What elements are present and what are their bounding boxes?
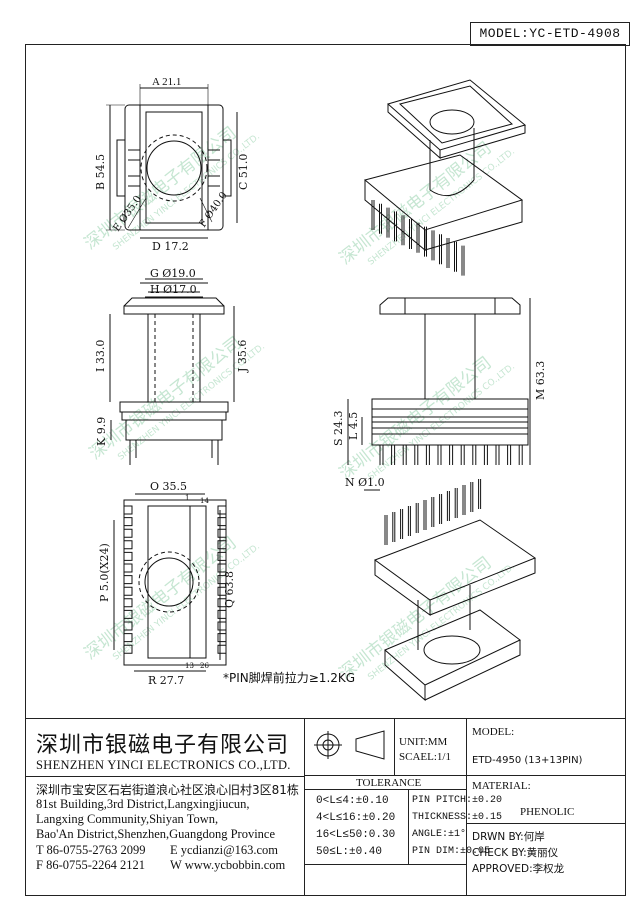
company-fax: F 86-0755-2264 2121 [36,858,146,872]
dim-b: B 54.5 [94,154,107,190]
pin-tooth-left [124,528,133,538]
dim-c: C 51.0 [237,154,250,190]
company-web: W www.ycbobbin.com [170,858,286,872]
dim-a: A 21.1 [152,76,181,88]
pin-tooth-left [124,551,133,561]
dim-o: O 35.5 [150,480,187,493]
pin-tooth-left [124,505,133,515]
pin-tooth-left [124,517,133,527]
tolerance-angle: ANGLE:±1° [412,829,467,840]
tolerance-3: 16<L≤50:0.30 [316,829,396,841]
watermark-en-6: SHENZHEN YINCI ELECTRONICS CO.,LTD. [366,562,517,683]
side-view [347,297,531,491]
tolerance-pin-pitch: PIN PITCH:±0.20 [412,795,503,806]
company-tel: T 86-0755-2763 2099 [36,843,146,857]
dim-k: K 9.9 [95,417,108,446]
dim-g: G Ø19.0 [150,267,196,280]
material-label: MATERIAL: [472,780,531,792]
pin-tooth-left [124,563,133,573]
pin-label-14: 14 [200,497,209,505]
watermark-cn-6: 深圳市银磁电子有限公司 [336,553,496,684]
isometric-top-pins [371,200,465,276]
technical-drawing: 深圳市银磁电子有限公司 SHENZHEN YINCI ELECTRONICS C… [81,76,547,702]
pin-tooth-right [217,586,226,596]
tolerance-4: 50≤L:±0.40 [316,846,383,858]
pin-tooth-right [217,517,226,527]
dim-l: L 4.5 [347,412,360,440]
pin-pull-note: *PIN脚焊前拉力≥1.2KG [223,670,355,685]
pin-tooth-left [124,598,133,608]
side-view-pins [379,445,523,465]
pin-teeth [124,505,226,654]
dim-m: M 63.3 [534,361,547,400]
approved-by: APPROVED:李权龙 [472,863,565,875]
pin-tooth-left [124,586,133,596]
pin-tooth-left [124,633,133,643]
company-address-en-1: 81st Building,3rd District,Langxingjiucu… [36,797,250,811]
model-value: ETD-4950 (13+13PIN) [472,755,583,766]
front-view [109,278,235,465]
pin-label-26: 26 [200,662,209,670]
pin-tooth-right [217,528,226,538]
pin-tooth-right [217,563,226,573]
dim-s: S 24.3 [332,410,345,446]
dim-n: N Ø1.0 [345,476,385,489]
pin-tooth-right [217,505,226,515]
isometric-view-bottom [373,519,537,702]
title-block [25,718,626,896]
pin-tooth-left [124,575,133,585]
pin-tooth-left [124,540,133,550]
model-label: MODEL: [472,726,515,738]
pin-label-13: 13 [185,662,194,670]
pin-tooth-right [217,644,226,654]
tolerance-label: TOLERANCE [356,777,422,789]
top-view [106,84,238,239]
unit: UNIT:MM [399,736,448,748]
scale: SCAEL:1/1 [399,751,451,763]
company-address-cn: 深圳市宝安区石岩街道浪心社区浪心旧村3区81栋 [36,783,299,797]
company-address-en-3: Bao'An District,Shenzhen,Guangdong Provi… [36,827,276,841]
company-name-cn: 深圳市银磁电子有限公司 [36,733,290,758]
watermark-en-5: SHENZHEN YINCI ELECTRONICS CO.,LTD. [111,542,262,663]
tolerance-1: 0<L≤4:±0.10 [316,795,389,807]
pin-tooth-right [217,598,226,608]
tolerance-2: 4<L≤16:±0.20 [316,812,396,824]
pin-tooth-right [217,540,226,550]
company-name-en: SHENZHEN YINCI ELECTRONICS CO.,LTD. [36,758,291,772]
pin-tooth-right [217,621,226,631]
drawn-by: DRWN BY:何岸 [472,831,545,843]
dim-q: Q 63.8 [223,571,236,608]
tolerance-pin-dim: PIN DIM:±0.05 [412,846,491,857]
checked-by: CHECK BY:黄丽仪 [472,847,559,859]
pin-label-1: 1 [185,494,189,502]
pin-tooth-right [217,575,226,585]
pin-tooth-left [124,609,133,619]
dim-h: H Ø17.0 [150,283,197,296]
material-value: PHENOLIC [520,806,575,818]
model-number: MODEL:YC-ETD-4908 [470,22,630,46]
projection-symbol-icon [314,730,385,760]
bottom-view [123,499,227,666]
pin-tooth-right [217,633,226,643]
company-email: E ycdianzi@163.com [170,843,279,857]
pin-tooth-left [124,644,133,654]
dim-r: R 27.7 [148,674,184,687]
dim-i: I 33.0 [94,340,107,372]
tolerance-thickness: THICKNESS:±0.15 [412,812,503,823]
dim-j: J 35.6 [236,340,249,373]
dim-d: D 17.2 [152,240,189,253]
company-address-en-2: Langxing Community,Shiyan Town, [36,812,219,826]
isometric-bottom-pins [384,479,482,545]
pin-tooth-left [124,621,133,631]
drawing-frame [25,44,626,896]
dim-p: P 5.0(X24) [98,543,111,602]
pin-tooth-right [217,551,226,561]
pin-tooth-right [217,609,226,619]
watermark-cn-2: 深圳市银磁电子有限公司 [336,138,496,269]
